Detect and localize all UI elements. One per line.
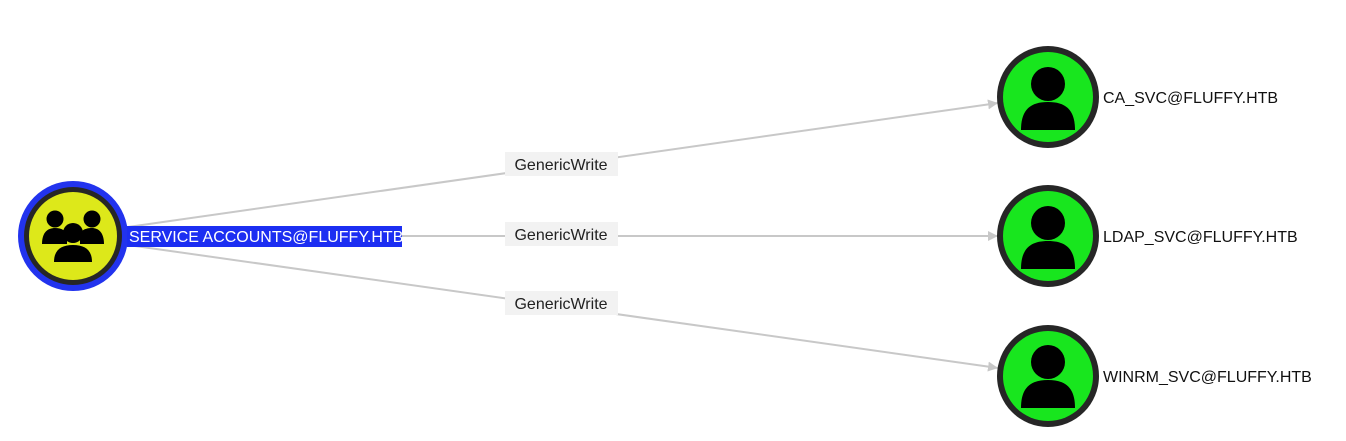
node-label: WINRM_SVC@FLUFFY.HTB bbox=[1103, 369, 1312, 386]
user-icon bbox=[1021, 345, 1075, 408]
edge-label[interactable]: GenericWrite bbox=[505, 291, 618, 315]
user-node-ldap-svc[interactable]: LDAP_SVC@FLUFFY.HTB bbox=[997, 185, 1298, 287]
node-label: CA_SVC@FLUFFY.HTB bbox=[1103, 90, 1278, 107]
node-label: SERVICE ACCOUNTS@FLUFFY.HTB bbox=[129, 229, 403, 246]
node-label-highlight bbox=[127, 226, 402, 247]
users-group-icon bbox=[42, 210, 104, 262]
edge-label-text: GenericWrite bbox=[514, 227, 607, 244]
edge-label-text: GenericWrite bbox=[514, 296, 607, 313]
group-node-service-accounts[interactable] bbox=[18, 181, 128, 291]
node-label-selected[interactable]: SERVICE ACCOUNTS@FLUFFY.HTB bbox=[127, 226, 403, 247]
user-node-ca-svc[interactable]: CA_SVC@FLUFFY.HTB bbox=[997, 46, 1278, 148]
edge-label-text: GenericWrite bbox=[514, 157, 607, 174]
user-icon bbox=[1021, 67, 1075, 130]
user-icon bbox=[1021, 206, 1075, 269]
edge-label[interactable]: GenericWrite bbox=[505, 152, 618, 176]
user-node-winrm-svc[interactable]: WINRM_SVC@FLUFFY.HTB bbox=[997, 325, 1312, 427]
edge-label[interactable]: GenericWrite bbox=[505, 222, 618, 246]
node-label: LDAP_SVC@FLUFFY.HTB bbox=[1103, 229, 1298, 246]
